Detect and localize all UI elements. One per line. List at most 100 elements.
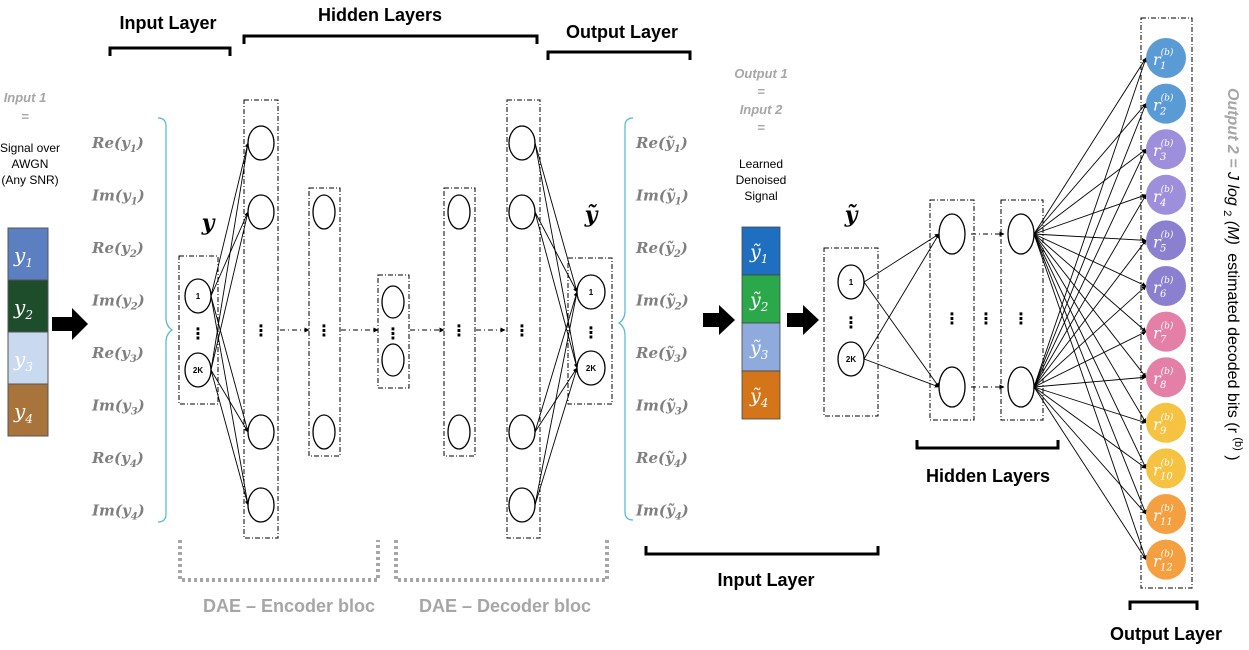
- output-sup: (b): [1161, 549, 1174, 560]
- output-term-sub: 3: [675, 407, 682, 418]
- output-sup: (b): [1161, 503, 1174, 514]
- neuron: [184, 278, 212, 314]
- output-node-label-9: r(b)9: [1153, 412, 1174, 437]
- output-base: r: [1153, 96, 1162, 115]
- output-node-label-3: r(b)3: [1153, 138, 1174, 163]
- output-sup: (b): [1161, 412, 1174, 423]
- connection: [1033, 233, 1147, 287]
- hidden-layers-top-label: Hidden Layers: [318, 5, 442, 25]
- output-tile-label-3: ỹ3: [749, 337, 769, 362]
- decoder-bracket: [394, 540, 609, 582]
- input-tile-sub: 2: [24, 308, 33, 322]
- output-base: r: [1153, 369, 1162, 388]
- input-term-close: ): [137, 397, 145, 415]
- vertical-dots: ⋮: [514, 321, 530, 340]
- input-tile-base: y: [13, 295, 26, 319]
- output-term-close: ): [681, 187, 689, 205]
- connection: [1033, 240, 1147, 388]
- connection: [534, 211, 579, 369]
- output-sub: 10: [1160, 471, 1173, 482]
- connection: [1033, 285, 1147, 388]
- output-term-base: Re(ỹ: [635, 344, 675, 362]
- output1-title: Output 1: [734, 66, 787, 81]
- output-sup: (b): [1161, 366, 1174, 377]
- output-sub: 6: [1160, 289, 1167, 300]
- input-term-close: ): [137, 502, 145, 520]
- output-tile-4: [741, 370, 781, 420]
- output-term-8: Im(ỹ4): [635, 502, 689, 523]
- output2-sub: 2: [1221, 210, 1233, 216]
- input-term-base: Re(y: [91, 344, 131, 362]
- output-sub: 12: [1160, 563, 1173, 574]
- layer-box-1: [178, 255, 219, 405]
- output-tile-sub: 2: [760, 300, 769, 314]
- input-term-sub: 3: [130, 354, 137, 365]
- output-term-6: Im(ỹ3): [635, 397, 689, 418]
- output-tile-label-2: ỹ2: [749, 289, 768, 314]
- input-term-5: Re(y3): [91, 344, 144, 365]
- output-sub: 1: [1160, 61, 1166, 72]
- output-tile-label-1: ỹ1: [749, 241, 768, 266]
- output1-line-3: Signal: [744, 189, 777, 203]
- input1-title: Input 1: [4, 90, 47, 105]
- connection: [1033, 375, 1147, 388]
- neuron: [508, 125, 536, 161]
- output-term-sub: 3: [674, 354, 681, 365]
- neuron: [247, 414, 275, 450]
- layer-box-8: [823, 247, 879, 417]
- output-node-4: [1146, 174, 1186, 215]
- neuron: [508, 414, 536, 450]
- decoder-label: DAE – Decoder bloc: [419, 596, 591, 616]
- output-sup: (b): [1161, 229, 1174, 240]
- output-sub: 11: [1160, 517, 1173, 528]
- output-term-1: Re(ỹ1): [635, 134, 688, 155]
- output-term-close: ): [680, 449, 688, 467]
- input-term-sub: 2: [129, 249, 137, 260]
- input-tile-sub: 3: [25, 360, 33, 374]
- input-term-close: ): [136, 449, 144, 467]
- output1-title2: Input 2: [740, 102, 783, 117]
- output-term-sub: 2: [674, 302, 682, 313]
- output-sub: 7: [1160, 335, 1167, 346]
- connection: [210, 211, 250, 371]
- connection: [1033, 57, 1147, 388]
- output-node-label-8: r(b) 8: [1153, 366, 1174, 391]
- input-layer-top-label: Input Layer: [119, 13, 216, 33]
- output-sup: (b): [1161, 138, 1174, 149]
- output-node-label-6: r(b)6: [1153, 275, 1174, 300]
- output-term-close: ): [681, 292, 689, 310]
- output-node-7: [1146, 311, 1186, 352]
- output-node-3: [1146, 129, 1186, 170]
- output-tile-2: [741, 274, 781, 324]
- connection: [1033, 233, 1147, 469]
- connection: [210, 295, 250, 433]
- input-tile-base: y: [13, 243, 26, 267]
- connection: [1033, 103, 1147, 235]
- neuron: [381, 343, 405, 377]
- output-node-5: [1146, 220, 1186, 261]
- output-sup: (b): [1161, 184, 1174, 195]
- neuron: [938, 366, 966, 408]
- layer-box-7: [567, 257, 613, 405]
- output-term-base: Im(ỹ: [635, 187, 676, 205]
- connection: [210, 369, 249, 433]
- connection: [210, 369, 250, 506]
- output-tile-3: [741, 322, 781, 372]
- output-node-2: [1146, 83, 1186, 124]
- connection: [1033, 386, 1147, 515]
- input-tile-label-4: y4: [13, 399, 33, 426]
- input-term-base: Im(y: [91, 502, 132, 520]
- output-base: r: [1153, 324, 1162, 343]
- output-tile-base: ỹ: [749, 385, 761, 407]
- output2-prefix: Output 2 =: [1224, 88, 1241, 172]
- input-tile-4: [7, 383, 49, 437]
- output-sub: 8: [1160, 380, 1166, 391]
- layer-box-4: [377, 274, 410, 389]
- output-term-close: ): [680, 344, 688, 362]
- connection: [1033, 386, 1147, 469]
- neuron: [247, 125, 275, 161]
- output-term-base: Im(ỹ: [635, 502, 676, 520]
- layer-box-9: [929, 199, 975, 421]
- input-tile-label-1: y1: [13, 243, 33, 270]
